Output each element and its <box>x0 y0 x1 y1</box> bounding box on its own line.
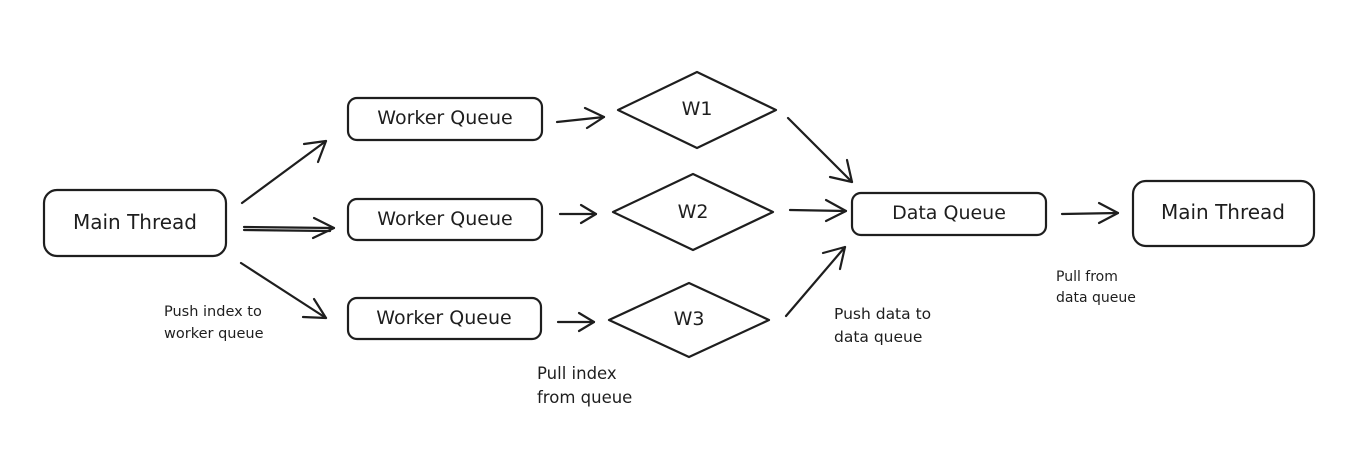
node-worker-queue-2[interactable]: Worker Queue <box>346 197 544 242</box>
node-worker-queue-3[interactable]: Worker Queue <box>346 296 543 341</box>
node-w1[interactable]: W1 <box>616 70 778 150</box>
arrow-worker-queue-2-to-w2 <box>558 203 598 225</box>
note-push-index: Push index to worker queue <box>164 304 264 342</box>
main-thread-right-label: Main Thread <box>1161 200 1285 224</box>
note-pull-index: Pull index from queue <box>537 364 632 407</box>
arrows <box>239 106 1120 333</box>
node-w3[interactable]: W3 <box>607 281 771 359</box>
arrow-w2-to-data-queue <box>788 198 848 223</box>
note-push-data-line-1: Push data to <box>834 305 931 323</box>
node-data-queue[interactable]: Data Queue <box>850 191 1048 237</box>
worker-queue-3-label: Worker Queue <box>376 307 511 329</box>
worker-queue-1-label: Worker Queue <box>377 107 512 129</box>
w2-label: W2 <box>678 201 709 223</box>
note-pull-data-line-2: data queue <box>1056 290 1136 306</box>
worker-queue-2-label: Worker Queue <box>377 208 512 230</box>
note-pull-index-line-1: Pull index <box>537 364 617 383</box>
note-pull-index-line-2: from queue <box>537 388 632 407</box>
arrow-worker-queue-3-to-w3 <box>556 311 596 333</box>
node-w2[interactable]: W2 <box>611 172 775 252</box>
note-pull-data: Pull from data queue <box>1056 269 1136 306</box>
note-push-index-line-1: Push index to <box>164 304 262 320</box>
node-main-thread-left[interactable]: Main Thread <box>42 188 228 258</box>
arrow-worker-queue-1-to-w1 <box>555 106 606 130</box>
w1-label: W1 <box>682 98 713 120</box>
arrow-data-queue-to-main-thread <box>1060 201 1120 225</box>
note-push-data-line-2: data queue <box>834 328 922 346</box>
note-push-index-line-2: worker queue <box>164 326 264 342</box>
main-thread-left-label: Main Thread <box>73 210 197 234</box>
arrow-w1-to-data-queue <box>786 116 854 184</box>
note-push-data: Push data to data queue <box>834 305 931 346</box>
node-main-thread-right[interactable]: Main Thread <box>1131 179 1316 248</box>
note-pull-data-line-1: Pull from <box>1056 269 1118 285</box>
node-worker-queue-1[interactable]: Worker Queue <box>346 96 544 142</box>
arrow-main-to-worker-queue-3 <box>239 261 328 320</box>
arrow-main-to-worker-queue-1 <box>240 139 328 205</box>
arrow-main-to-worker-queue-2 <box>242 216 336 240</box>
arrow-w3-to-data-queue <box>784 245 847 318</box>
w3-label: W3 <box>674 308 705 330</box>
data-queue-label: Data Queue <box>892 202 1006 224</box>
